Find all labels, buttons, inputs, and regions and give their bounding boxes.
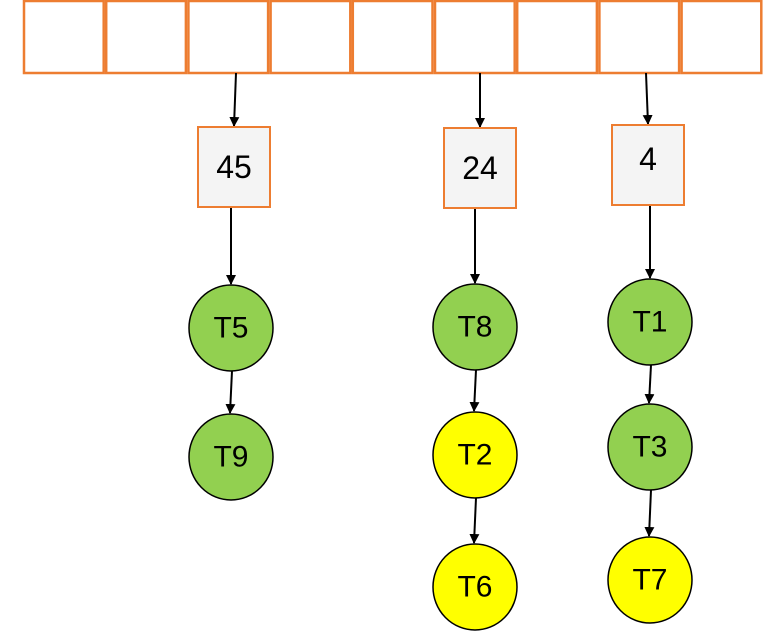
key-label: 45: [216, 149, 252, 185]
chain-node-t2: T2: [432, 411, 518, 499]
chain-node-t8: T8: [432, 283, 518, 371]
node-label: T1: [632, 306, 667, 339]
chain-node-t1: T1: [607, 278, 693, 366]
node-label: T8: [457, 311, 492, 344]
chain-node-t3: T3: [607, 403, 693, 491]
hash-slot-0: [22, 0, 105, 75]
arrow-node-to-node: [644, 489, 655, 537]
hash-slot-8: [680, 0, 763, 75]
key-boxes: 45 24 4: [197, 124, 685, 209]
hash-slot-7: [598, 0, 681, 75]
arrow-slot-to-key-45: [229, 72, 240, 127]
arrow-slot-to-key-4: [642, 72, 653, 125]
edges: [225, 72, 655, 544]
arrow-node-to-node: [469, 497, 480, 544]
node-label: T7: [632, 564, 667, 597]
chain-node-t9: T9: [188, 413, 274, 501]
key-label: 4: [639, 141, 657, 177]
hash-slot-4: [351, 0, 434, 75]
arrow-node-to-node: [644, 364, 655, 404]
chain-node-t7: T7: [607, 536, 693, 624]
key-box-4: 4: [611, 124, 685, 206]
node-label: T9: [213, 441, 248, 474]
key-label: 24: [462, 150, 498, 186]
hash-slot-2: [187, 0, 270, 75]
arrow-node-to-node: [469, 369, 480, 412]
node-label: T2: [457, 439, 492, 472]
hash-slot-6: [515, 0, 599, 75]
arrow-node-to-node: [225, 370, 236, 414]
key-box-45: 45: [197, 126, 271, 208]
node-label: T6: [457, 571, 492, 604]
node-label: T5: [213, 312, 248, 345]
key-box-24: 24: [443, 127, 517, 209]
hash-slot-5: [433, 0, 516, 75]
node-label: T3: [632, 431, 667, 464]
hash-slots-row: [22, 0, 763, 75]
chain-node-t5: T5: [188, 284, 274, 372]
hash-slot-1: [104, 0, 188, 75]
chain-node-t6: T6: [432, 543, 518, 631]
hash-slot-3: [269, 0, 352, 75]
